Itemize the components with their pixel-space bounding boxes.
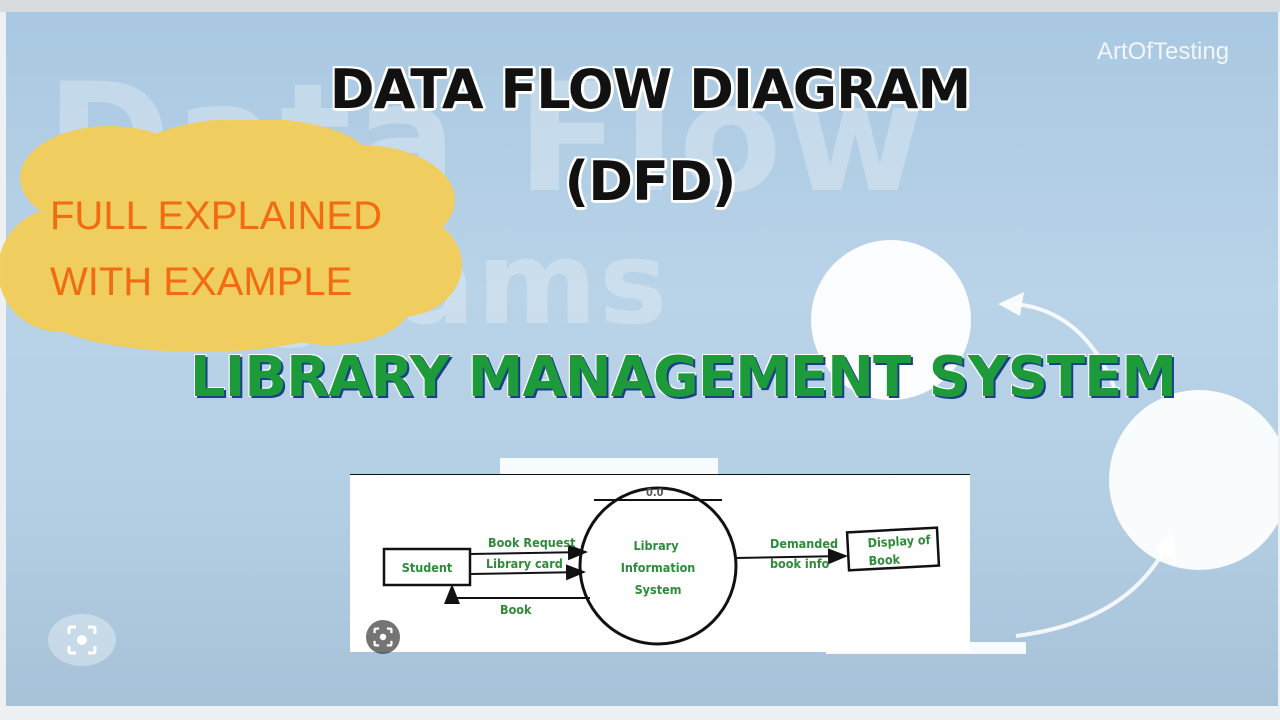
page-subtitle: LIBRARY MANAGEMENT SYSTEM — [189, 345, 1177, 410]
page-title-abbreviation: (DFD) — [564, 150, 737, 213]
artoftesting-logo: ArtOfTesting — [1097, 38, 1230, 65]
dfd-diagram: 0.0 Student Library Information System B… — [350, 473, 970, 652]
dfd-entity-display — [845, 526, 941, 572]
badge-line-2: WITH EXAMPLE — [50, 260, 353, 304]
dfd-process-line-3: System — [635, 582, 682, 597]
visual-search-icon[interactable] — [48, 614, 116, 666]
top-bar — [0, 0, 1280, 12]
dfd-label-demanded-1: Demanded — [770, 536, 838, 551]
background-circle-2 — [1109, 390, 1278, 570]
dfd-label-book-request: Book Request — [488, 535, 576, 550]
dfd-entity-student — [382, 547, 472, 587]
dfd-flow-demanded — [735, 548, 848, 565]
background-circle-1 — [811, 240, 971, 400]
dfd-flow-book — [444, 584, 590, 604]
dfd-label-library-card: Library card — [486, 556, 563, 571]
visual-search-icon[interactable] — [366, 620, 400, 654]
dfd-display-line-1: Display of — [867, 532, 931, 550]
dfd-process-line-1: Library — [633, 538, 679, 553]
dfd-student-label: Student — [402, 560, 453, 575]
thumbnail-background: Data Flow Diagrams — [6, 12, 1278, 706]
dfd-flow-library-card — [469, 564, 586, 581]
dfd-label-book: Book — [500, 602, 532, 617]
page-title: DATA FLOW DIAGRAM — [329, 58, 971, 121]
dfd-label-demanded-2: book info — [770, 556, 830, 571]
dfd-process-line-2: Information — [621, 560, 696, 575]
dfd-display-line-2: Book — [868, 552, 901, 569]
background-arrows — [998, 292, 1176, 638]
dfd-process-number: 0.0 — [646, 486, 664, 499]
dfd-svg: 0.0 Student Library Information System B… — [350, 473, 970, 646]
badge-cloud — [0, 120, 462, 352]
badge-line-1: FULL EXPLAINED — [50, 194, 382, 238]
dfd-flow-book-request — [469, 544, 588, 561]
